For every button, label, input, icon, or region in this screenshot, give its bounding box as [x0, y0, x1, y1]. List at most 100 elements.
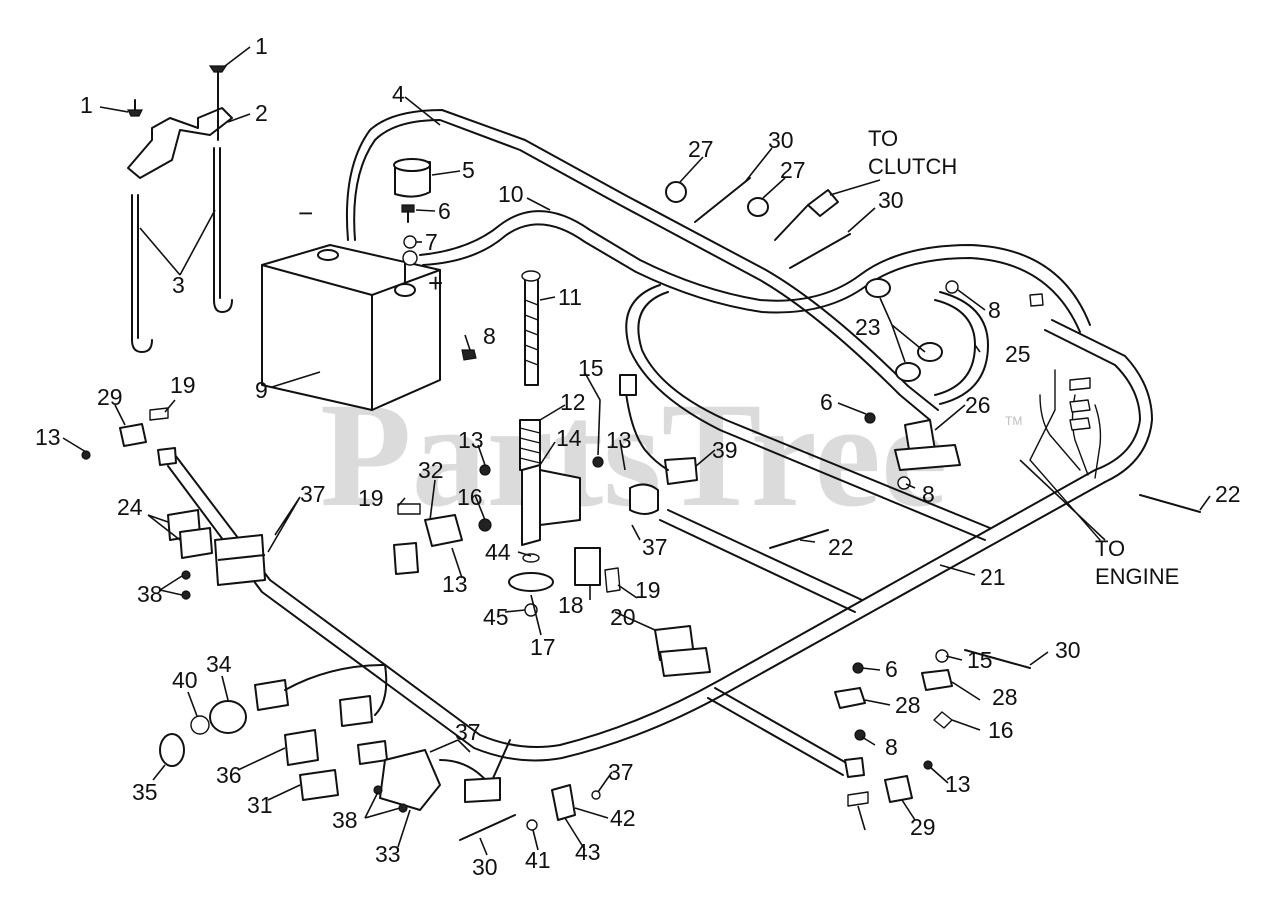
- nut-8: [461, 349, 477, 361]
- cable-tie-30-bottom-right: [964, 649, 1031, 669]
- callout-30: 30: [768, 127, 794, 153]
- cable-tie-30-right: [789, 233, 851, 269]
- j-bolt-right: [213, 147, 233, 313]
- j-bolt-left: [131, 194, 153, 353]
- cable-loop-10: [419, 210, 1091, 541]
- callout-27: 27: [688, 136, 714, 162]
- callout-21: 21: [980, 564, 1006, 590]
- wing-nut-right: [208, 65, 228, 73]
- clip-19-left: [397, 503, 421, 515]
- clip-19-center: [604, 567, 621, 593]
- connector-39: [664, 457, 698, 485]
- callout-13: 13: [35, 424, 61, 450]
- callout-8: 8: [922, 481, 935, 507]
- callout-28: 28: [992, 684, 1018, 710]
- clip-29-left: [119, 423, 147, 447]
- bolt-6-bottom: [852, 662, 864, 674]
- boot-23-c: [917, 342, 943, 362]
- cable-tie-22-right: [1139, 494, 1201, 513]
- callout-1: 1: [255, 33, 268, 59]
- callout-42: 42: [610, 805, 636, 831]
- solenoid-group: [864, 278, 961, 490]
- battery-positive-sign: +: [428, 268, 443, 298]
- callout-17: 17: [530, 634, 556, 660]
- cable-tie-30-bottom: [459, 814, 516, 841]
- small-connector: [357, 740, 388, 765]
- callout-32: 32: [418, 457, 444, 483]
- terminal-c: [1069, 417, 1091, 431]
- callout-38: 38: [332, 807, 358, 833]
- light-switch-36: [284, 729, 319, 766]
- washer-7: [403, 235, 417, 249]
- screw-13-center: [479, 464, 491, 476]
- nut-16: [478, 518, 492, 532]
- callout-24: 24: [117, 494, 143, 520]
- note-to-clutch-line2: CLUTCH: [868, 154, 957, 179]
- callout-43: 43: [575, 839, 601, 865]
- battery-negative-cable-4: [345, 109, 939, 421]
- battery-body: [261, 244, 441, 411]
- callout-34: 34: [206, 651, 232, 677]
- screw-38-a: [181, 570, 191, 580]
- screw-38-b: [181, 590, 191, 600]
- battery-negative-terminal: [317, 249, 339, 261]
- bolt-6-solenoid: [864, 412, 876, 424]
- harness-end-connector: [157, 447, 177, 466]
- callout-7: 7: [425, 229, 438, 255]
- grommet-27-left: [665, 181, 687, 203]
- long-bolt-11: [524, 274, 539, 386]
- callout-6: 6: [885, 656, 898, 682]
- callout-19: 19: [170, 372, 196, 398]
- callout-35: 35: [132, 779, 158, 805]
- connector-plug: [393, 542, 419, 575]
- callout-29: 29: [910, 814, 936, 840]
- callout-19: 19: [635, 577, 661, 603]
- terminal-a: [1069, 377, 1091, 391]
- callout-26: 26: [965, 392, 991, 418]
- nut-8-top: [945, 280, 959, 294]
- callout-11: 11: [558, 284, 582, 310]
- nut-8-solenoid: [897, 476, 911, 490]
- callout-16: 16: [988, 717, 1014, 743]
- callout-45: 45: [483, 604, 509, 630]
- callout-20: 20: [610, 604, 636, 630]
- sensor: [629, 483, 659, 515]
- callout-23: 23: [855, 314, 881, 340]
- callout-3: 3: [172, 272, 185, 298]
- callout-29: 29: [97, 384, 123, 410]
- callout-37: 37: [300, 481, 326, 507]
- callout-numbers: 1 1 2 3 4 5 6 7 8 9 10 11 12 13 14 15 13…: [35, 33, 1241, 880]
- callout-12: 12: [560, 389, 586, 415]
- callout-40: 40: [172, 667, 198, 693]
- boot-23-b: [895, 362, 921, 382]
- callout-13: 13: [442, 571, 468, 597]
- clip-29-right: [884, 775, 913, 803]
- terminal-b: [1069, 399, 1091, 413]
- callout-31: 31: [247, 792, 273, 818]
- fuse-block: [214, 534, 266, 586]
- callout-13: 13: [458, 427, 484, 453]
- callout-10: 10: [498, 181, 524, 207]
- terminal-cover-5: [393, 158, 431, 198]
- callout-6: 6: [438, 198, 451, 224]
- callout-1: 1: [80, 92, 93, 118]
- callout-15: 15: [967, 647, 993, 673]
- callout-44: 44: [485, 539, 511, 565]
- clip-19-bottomright: [847, 791, 869, 807]
- cable-tie-30-top: [694, 177, 751, 223]
- callout-5: 5: [462, 157, 475, 183]
- callout-27: 27: [780, 157, 806, 183]
- bolt-15-center: [592, 456, 604, 468]
- dash-components: [159, 664, 511, 813]
- bolt-6: [401, 204, 415, 213]
- callout-39: 39: [712, 437, 738, 463]
- bracket-32-group: [393, 503, 463, 575]
- callout-2: 2: [255, 100, 268, 126]
- harness-connector-bottom: [464, 777, 501, 803]
- relay-group-24: [167, 509, 266, 600]
- harness-connector-right: [844, 757, 865, 778]
- boot-23-a: [865, 278, 891, 298]
- washer-37-bottom: [591, 790, 601, 800]
- callout-36: 36: [216, 762, 242, 788]
- callout-37: 37: [608, 759, 634, 785]
